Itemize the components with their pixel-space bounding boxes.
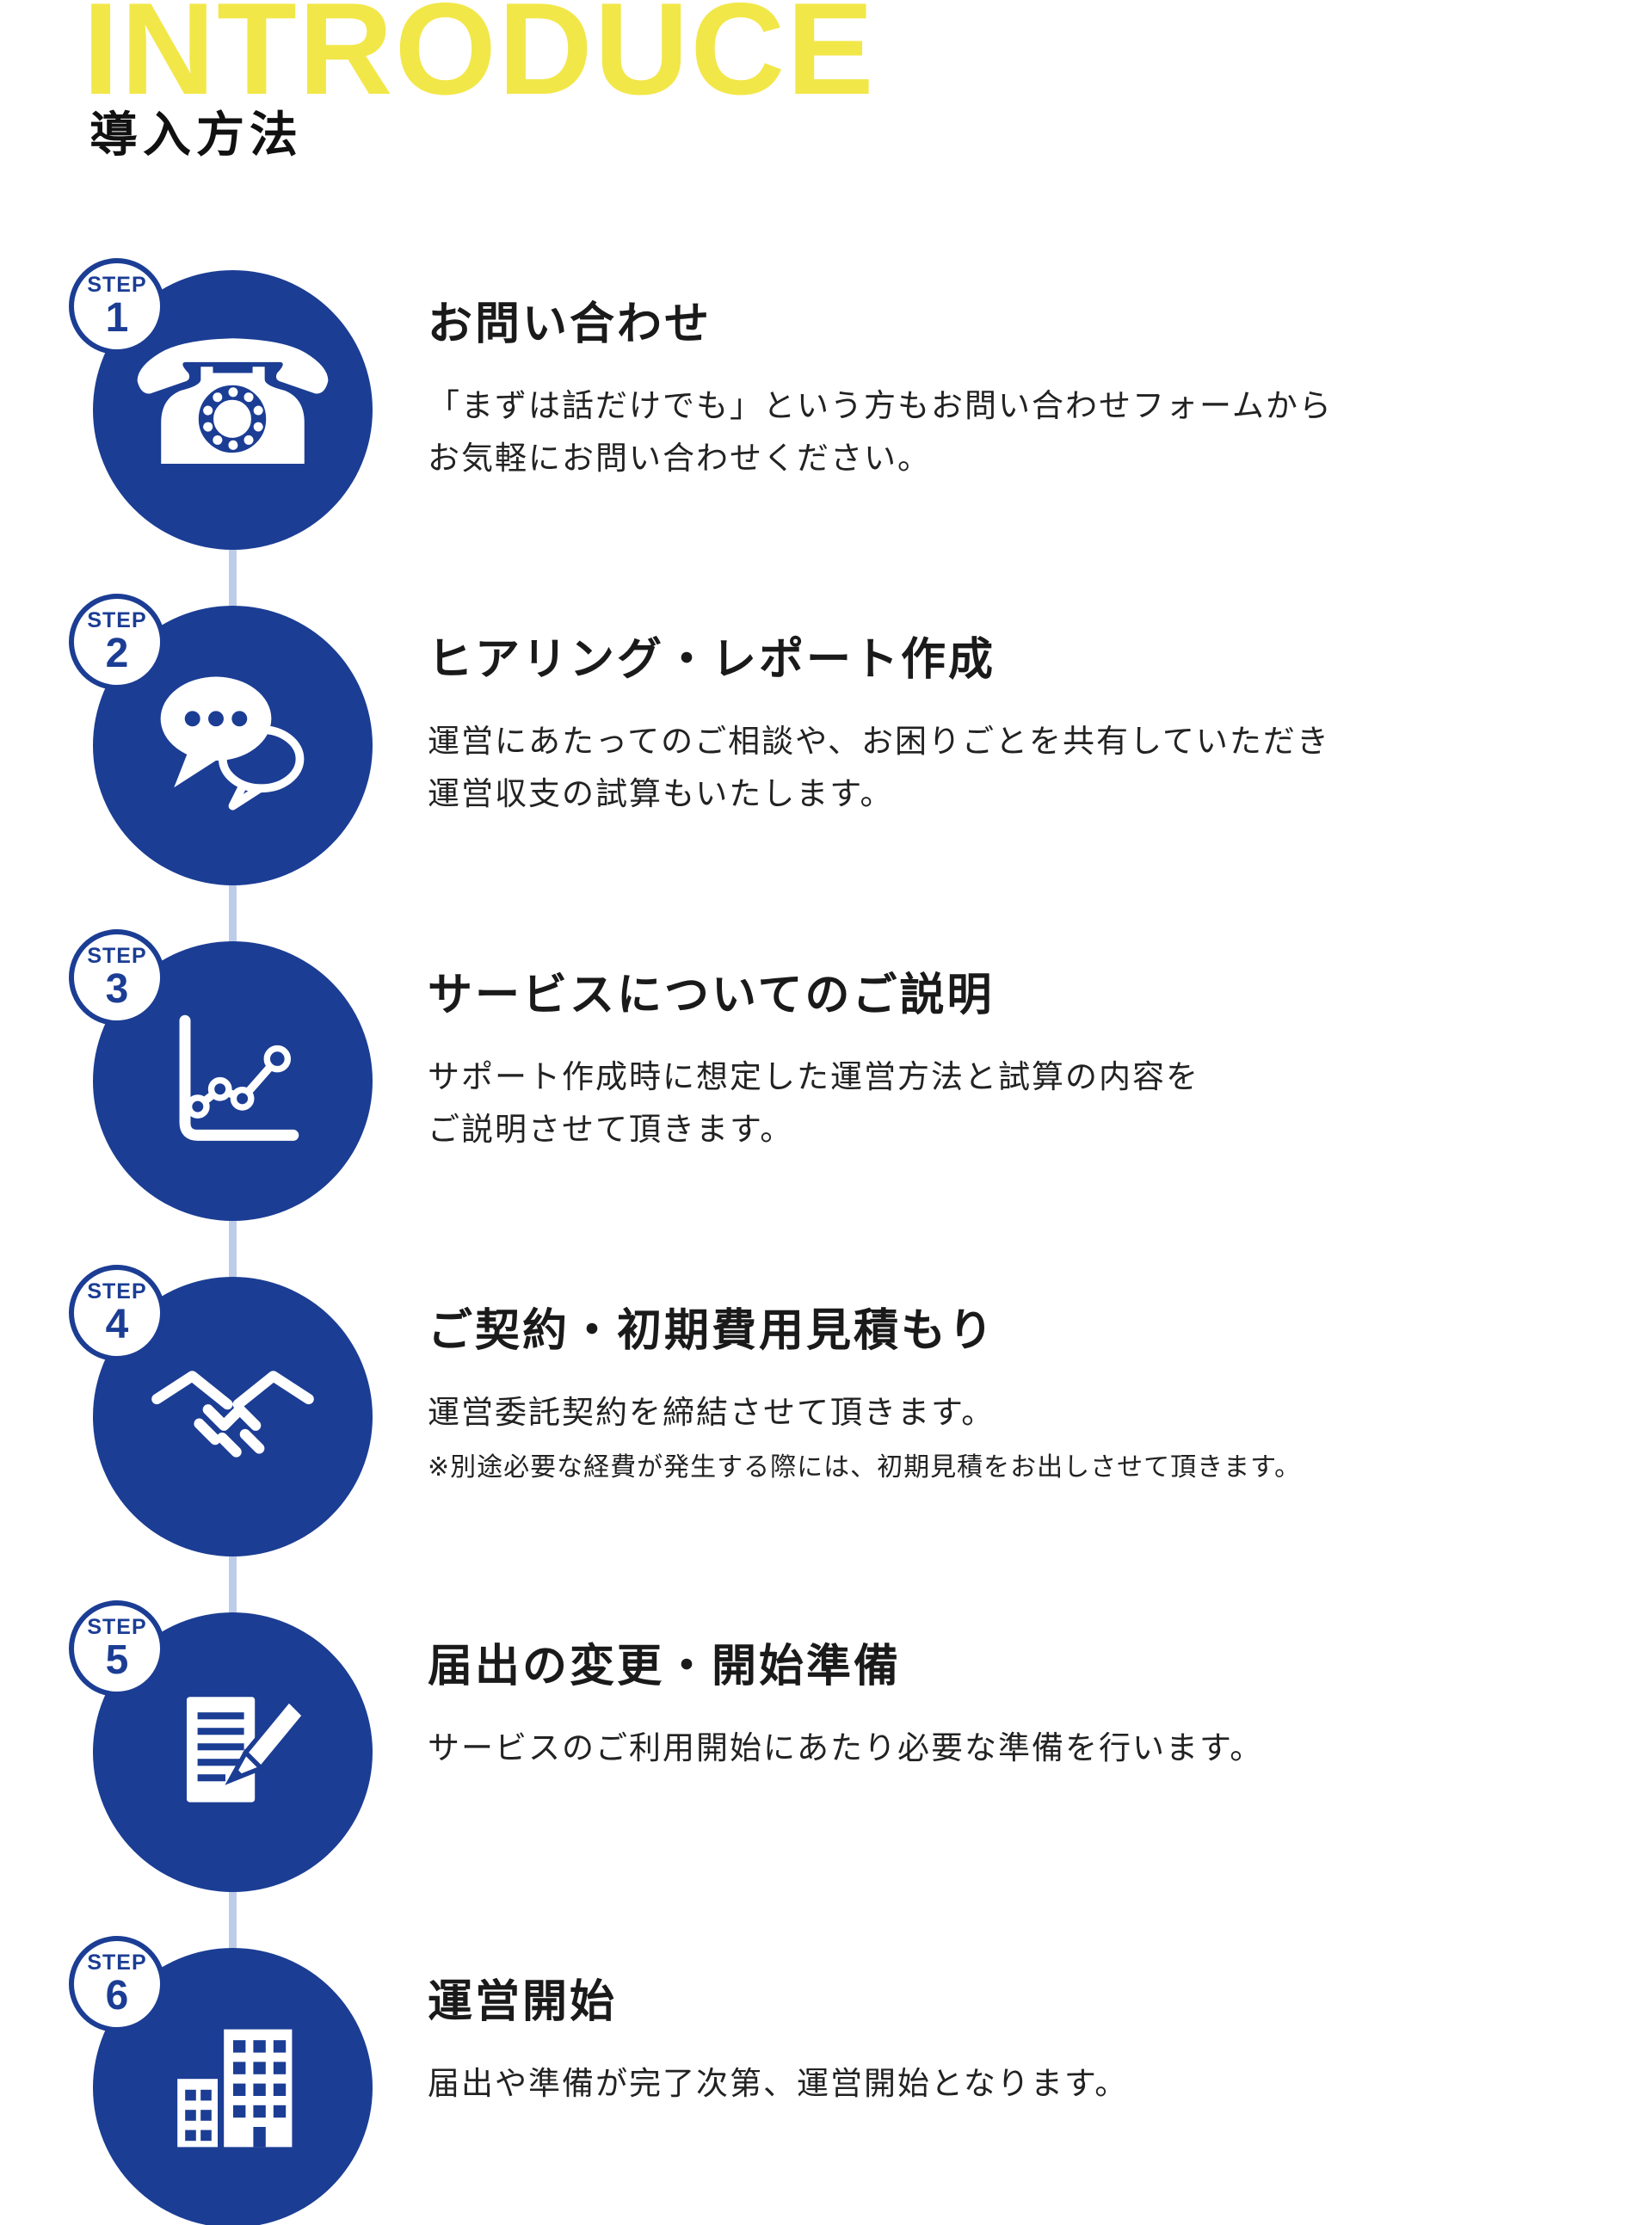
step-badge-number: 4	[105, 1301, 129, 1347]
step-1-texts: お問い合わせ 「まずは話だけでも」という方もお問い合わせフォームから お気軽にお…	[428, 287, 1581, 484]
step-3-badge: STEP 3	[69, 929, 165, 1026]
step-5-circle	[93, 1612, 373, 1892]
step-badge-number: 1	[105, 294, 129, 341]
step-6: STEP 6	[0, 1936, 1652, 2225]
section-title-jp: 導入方法	[89, 108, 303, 162]
step-5-badge: STEP 5	[69, 1600, 165, 1697]
step-description: 運営委託契約を締結させて頂きます。	[428, 1395, 996, 1430]
step-badge-label: STEP	[87, 943, 147, 968]
step-4-texts: ご契約・初期費用見積もり 運営委託契約を締結させて頂きます。 ※別途必要な経費が…	[428, 1294, 1581, 1483]
step-badge-number: 3	[105, 965, 129, 1012]
phone-icon: ☎	[125, 308, 341, 501]
step-2: STEP 2 ヒアリング・レポート作成 運営にあたってのご相談や、お困りごとを共…	[0, 594, 1652, 929]
step-badge-label: STEP	[87, 272, 147, 297]
step-title: お問い合わせ	[428, 299, 712, 349]
step-description: 「まずは話だけでも」という方もお問い合わせフォームから お気軽にお問い合わせくだ…	[428, 388, 1333, 477]
step-6-texts: 運営開始 届出や準備が完了次第、運営開始となります。	[428, 1965, 1581, 2110]
step-description: サービスのご利用開始にあたり必要な準備を行います。	[428, 1730, 1264, 1766]
chart-icon	[179, 1014, 299, 1141]
step-2-circle	[93, 606, 373, 885]
step-note: ※別途必要な経費が発生する際には、初期見積をお出しさせて頂きます。	[428, 1453, 1302, 1482]
step-title: 運営開始	[428, 1977, 618, 2027]
step-badge-label: STEP	[87, 607, 147, 632]
step-badge-number: 2	[105, 630, 129, 676]
step-6-badge: STEP 6	[69, 1936, 165, 2032]
step-2-badge: STEP 2	[69, 594, 165, 690]
step-title: ご契約・初期費用見積もり	[428, 1306, 996, 1356]
step-4-badge: STEP 4	[69, 1265, 165, 1361]
step-badge-number: 5	[105, 1636, 129, 1683]
step-title: 届出の変更・開始準備	[428, 1642, 902, 1692]
chat-icon	[160, 676, 305, 810]
step-badge-number: 6	[105, 1972, 129, 2019]
step-3: STEP 3 サービスについてのご説明 サポート作成時に想定した運営方法と試算の…	[0, 929, 1652, 1265]
step-description: 届出や準備が完了次第、運営開始となります。	[428, 2066, 1129, 2101]
building-icon	[176, 2029, 292, 2147]
step-3-texts: サービスについてのご説明 サポート作成時に想定した運営方法と試算の内容を ご説明…	[428, 958, 1581, 1156]
step-badge-label: STEP	[87, 1614, 147, 1639]
step-description: サポート作成時に想定した運営方法と試算の内容を ご説明させて頂きます。	[428, 1059, 1199, 1148]
step-badge-label: STEP	[87, 1950, 147, 1975]
step-1-circle: ☎	[93, 270, 373, 550]
step-1: STEP 1 ☎ お問い合わせ 「まずは話だけでも」という方もお問い合わせフォー…	[0, 258, 1652, 594]
section-title-en: INTRODUCE	[83, 0, 876, 122]
step-description: 運営にあたってのご相談や、お困りごとを共有していただき 運営収支の試算もいたしま…	[428, 724, 1330, 812]
step-4: STEP 4 ご契約・初期費用見積もり 運営委託契約を締結させて頂きます。 ※別…	[0, 1265, 1652, 1600]
step-5-texts: 届出の変更・開始準備 サービスのご利用開始にあたり必要な準備を行います。	[428, 1630, 1581, 1774]
step-title: サービスについてのご説明	[428, 971, 995, 1020]
step-connector-line	[229, 410, 237, 2087]
step-badge-label: STEP	[87, 1279, 147, 1304]
step-title: ヒアリング・レポート作成	[428, 635, 996, 685]
step-5: STEP 5 届出の変更・開始準備 サービスのご利用開始にあたり必要な準備を行い…	[0, 1600, 1652, 1936]
step-1-badge: STEP 1	[69, 258, 165, 354]
handshake-icon	[151, 1371, 314, 1458]
step-2-texts: ヒアリング・レポート作成 運営にあたってのご相談や、お困りごとを共有していただき…	[428, 623, 1581, 820]
document-pencil-icon	[186, 1696, 307, 1803]
